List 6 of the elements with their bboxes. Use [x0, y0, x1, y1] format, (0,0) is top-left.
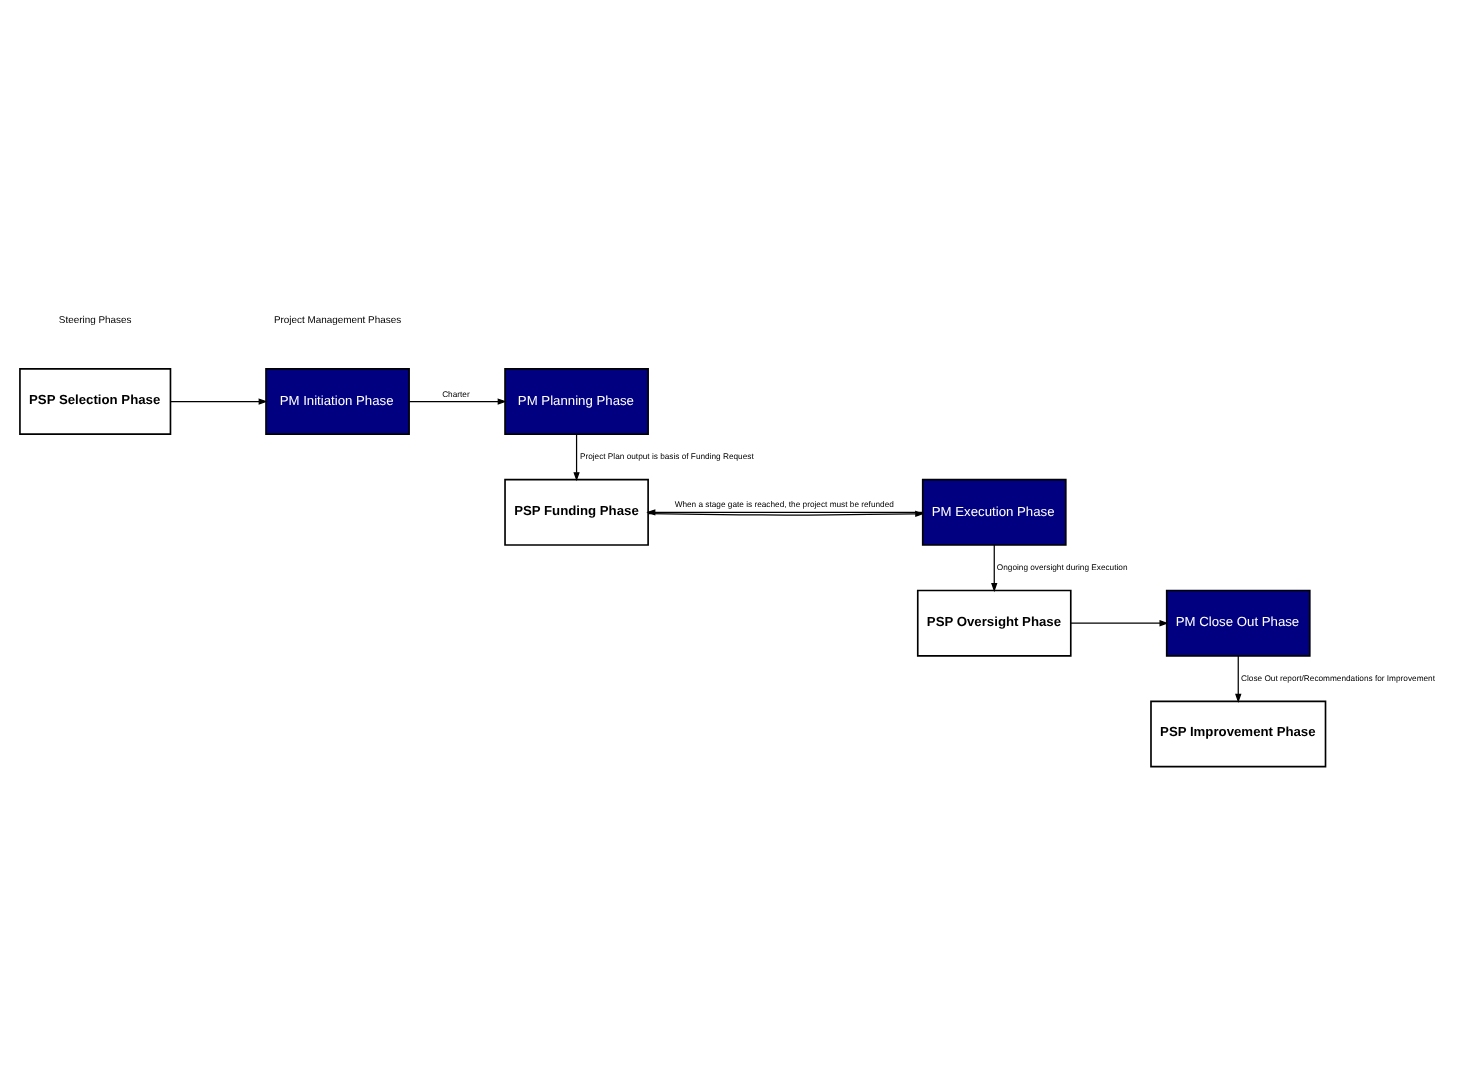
arrow: [408, 397, 507, 404]
arrow: [1070, 619, 1169, 626]
arrow: [1235, 654, 1242, 702]
arrow: [573, 432, 580, 481]
arrow: [991, 543, 998, 592]
arrow: [170, 397, 268, 404]
